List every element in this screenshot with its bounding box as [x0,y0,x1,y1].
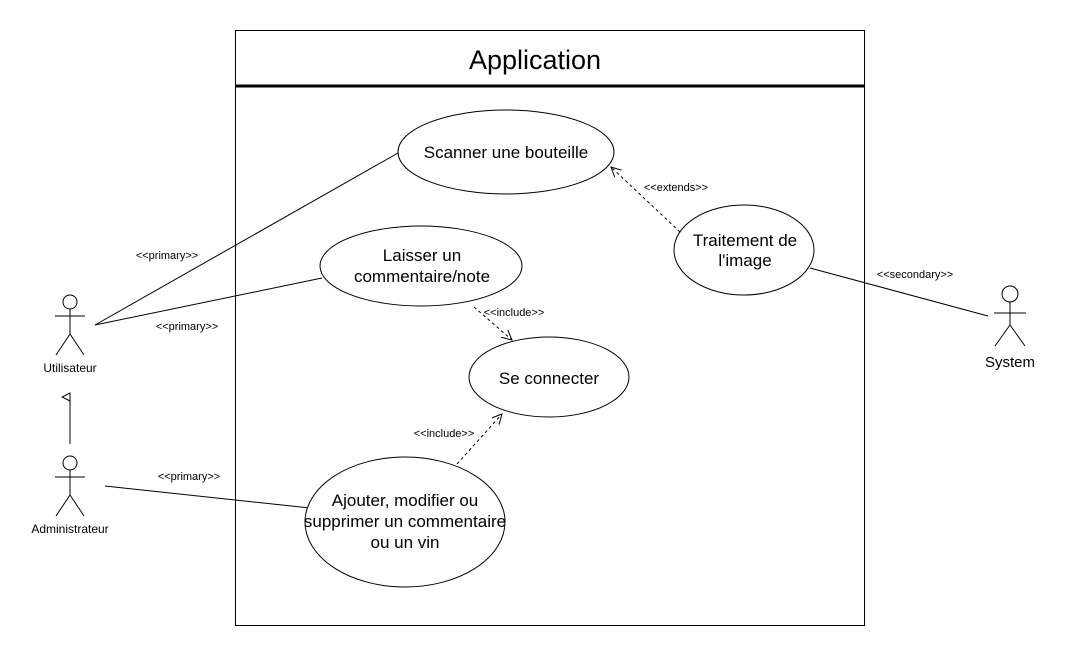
actor-utilisateur-head [62,294,78,310]
actor-system[interactable] [994,285,1026,347]
use-case-ajouter-label-1: Ajouter, modifier ou [332,491,478,510]
use-case-traitement-label-2: l'image [718,251,771,270]
use-case-scanner-label: Scanner une bouteille [424,143,588,162]
use-case-ajouter[interactable]: Ajouter, modifier ou supprimer un commen… [304,456,506,588]
stereotype-primary-admin: <<primary>> [158,471,220,483]
association-traitement-system [809,267,989,317]
use-case-ajouter-label-3: ou un vin [371,533,440,552]
association-administrateur-ajouter [104,485,311,509]
include-dependency-laisser [473,306,512,340]
use-case-scanner[interactable]: Scanner une bouteille [397,109,615,195]
use-case-laisser[interactable]: Laisser un commentaire/note [319,225,523,307]
stereotype-include-ajouter: <<include>> [414,428,475,440]
association-utilisateur-laisser [94,277,323,326]
association-utilisateur-scanner [94,152,399,326]
use-case-traitement-label-1: Traitement de [693,231,797,250]
actor-utilisateur[interactable] [55,294,85,356]
use-case-connecter[interactable]: Se connecter [468,336,630,418]
use-case-ajouter-label-2: supprimer un commentaire [304,512,506,531]
stereotype-primary-laisser: <<primary>> [156,321,218,333]
actor-administrateur[interactable] [55,455,85,517]
use-case-laisser-label-2: commentaire/note [354,267,490,286]
stereotype-include-laisser: <<include>> [484,307,545,319]
actor-utilisateur-label: Utilisateur [43,361,96,375]
actor-administrateur-head [62,455,78,471]
system-title: Application [469,45,601,75]
actor-system-label: System [985,354,1035,371]
use-case-traitement[interactable]: Traitement de l'image [673,204,815,296]
stereotype-primary-scanner: <<primary>> [136,250,198,262]
use-case-laisser-label-1: Laisser un [383,246,461,265]
stereotype-secondary: <<secondary>> [877,269,953,281]
use-case-connecter-label: Se connecter [499,369,600,388]
stereotype-extends: <<extends>> [644,182,708,194]
actor-administrateur-label: Administrateur [31,522,108,536]
extends-dependency [611,167,681,233]
actor-system-head [1001,285,1019,303]
include-dependency-ajouter [456,414,502,465]
